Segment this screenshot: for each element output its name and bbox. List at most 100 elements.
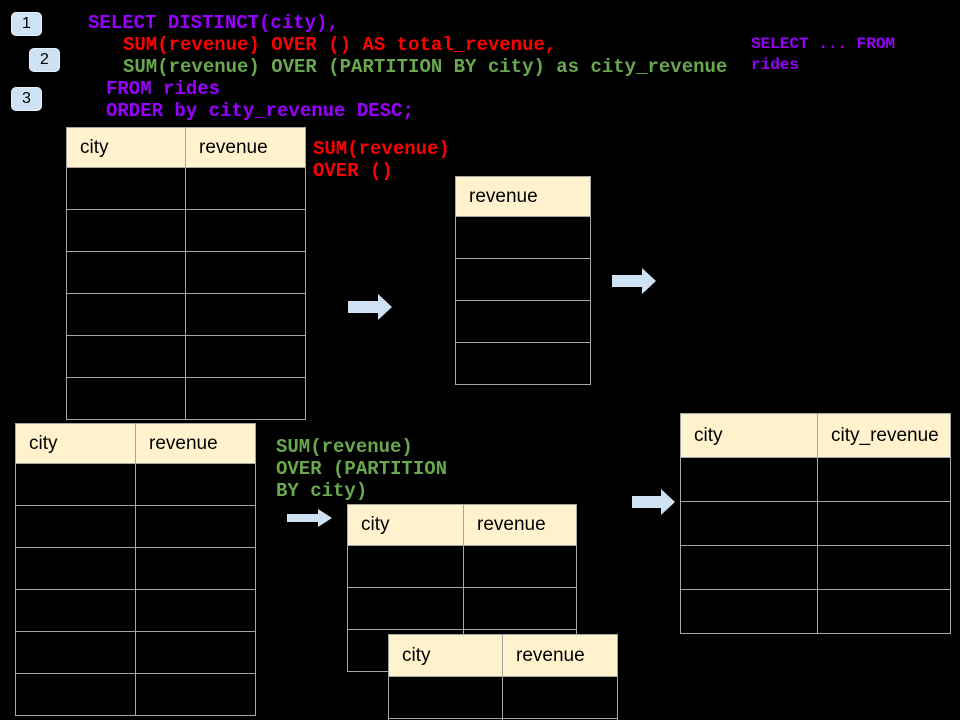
table-cell — [15, 589, 136, 632]
table-cell — [15, 547, 136, 590]
table-cell — [463, 545, 577, 588]
table-cell — [15, 463, 136, 506]
table-cell — [66, 335, 186, 378]
step-badge-2: 2 — [29, 48, 60, 72]
table-row — [66, 293, 306, 336]
table-cell — [66, 209, 186, 252]
table-row — [455, 300, 591, 343]
table-cell — [347, 545, 464, 588]
table-cell — [502, 676, 618, 719]
column-header-revenue: revenue — [463, 504, 577, 546]
table-row — [66, 377, 306, 420]
table-cell — [455, 342, 591, 385]
table-cell — [455, 300, 591, 343]
table-cell — [66, 167, 186, 210]
table-cell — [135, 673, 256, 716]
step-badge-label: 1 — [22, 15, 31, 32]
table-cell — [455, 216, 591, 259]
table-row — [455, 216, 591, 259]
table-row — [15, 589, 256, 632]
column-header-revenue: revenue — [502, 634, 618, 677]
table-cell — [463, 587, 577, 630]
sql-line-total-revenue: SUM(revenue) OVER () AS total_revenue, — [123, 34, 557, 56]
table-cell — [455, 258, 591, 301]
sql-line-order: ORDER by city_revenue DESC; — [106, 100, 414, 122]
table-cell — [185, 167, 306, 210]
table-cell — [185, 251, 306, 294]
column-header-city: city — [347, 504, 464, 546]
total-revenue-table: revenue — [455, 176, 591, 385]
table-cell — [185, 293, 306, 336]
city-revenue-table: city city_revenue — [680, 413, 951, 634]
table-row — [455, 258, 591, 301]
table-cell — [185, 335, 306, 378]
column-header-revenue: revenue — [135, 423, 256, 464]
flow-arrow-right — [348, 294, 392, 320]
sql-line-partition: SUM(revenue) OVER (PARTITION BY city) as… — [123, 56, 728, 78]
table-cell — [15, 631, 136, 674]
table-row — [680, 589, 951, 634]
table-cell — [66, 377, 186, 420]
table-cell — [680, 545, 818, 590]
table-cell — [135, 505, 256, 548]
table-cell — [680, 501, 818, 546]
table-row — [388, 676, 618, 719]
column-header-city: city — [680, 413, 818, 458]
table-cell — [185, 377, 306, 420]
step-badge-3: 3 — [11, 87, 42, 111]
table-row — [15, 547, 256, 590]
table-row — [15, 463, 256, 506]
table-cell — [817, 501, 951, 546]
table-row — [680, 457, 951, 502]
table-row — [66, 335, 306, 378]
table-row — [388, 718, 618, 720]
total-revenue-fn-label-line-2: OVER () — [313, 160, 393, 182]
flow-arrow-right — [287, 509, 332, 527]
table-cell — [15, 505, 136, 548]
side-note-line-2: rides — [751, 56, 800, 74]
table-row — [347, 545, 577, 588]
column-header-city: city — [15, 423, 136, 464]
flow-arrow-right — [632, 489, 675, 515]
sql-line-select: SELECT DISTINCT(city), — [88, 12, 339, 34]
table-row — [66, 167, 306, 210]
table-cell — [135, 631, 256, 674]
table-cell — [135, 463, 256, 506]
city-revenue-fn-label-line-3: BY city) — [276, 480, 368, 502]
table-row — [347, 587, 577, 630]
source-table-bottom: city revenue — [15, 423, 256, 716]
column-header-city: city — [66, 127, 186, 168]
city-revenue-fn-label-line-2: OVER (PARTITION — [276, 458, 448, 480]
table-cell — [502, 718, 618, 720]
table-row — [66, 251, 306, 294]
table-row — [455, 342, 591, 385]
table-cell — [66, 251, 186, 294]
column-header-city: city — [388, 634, 503, 677]
table-cell — [680, 589, 818, 634]
table-cell — [347, 587, 464, 630]
flow-arrow-right — [612, 268, 656, 294]
table-cell — [817, 545, 951, 590]
sql-line-from: FROM rides — [106, 78, 221, 100]
column-header-city-revenue: city_revenue — [817, 413, 951, 458]
table-cell — [680, 457, 818, 502]
column-header-revenue: revenue — [185, 127, 306, 168]
step-badge-label: 2 — [40, 51, 49, 68]
table-row — [66, 209, 306, 252]
table-cell — [135, 547, 256, 590]
table-row — [15, 673, 256, 716]
table-row — [15, 631, 256, 674]
table-cell — [817, 457, 951, 502]
table-row — [680, 501, 951, 546]
total-revenue-fn-label-line-1: SUM(revenue) — [313, 138, 450, 160]
table-row — [680, 545, 951, 590]
partition-table-overlap: city revenue — [388, 634, 618, 720]
table-cell — [66, 293, 186, 336]
city-revenue-fn-label-line-1: SUM(revenue) — [276, 436, 413, 458]
table-cell — [817, 589, 951, 634]
table-cell — [388, 676, 503, 719]
step-badge-label: 3 — [22, 90, 31, 107]
table-cell — [15, 673, 136, 716]
side-note-line-1: SELECT ... FROM — [751, 35, 896, 53]
